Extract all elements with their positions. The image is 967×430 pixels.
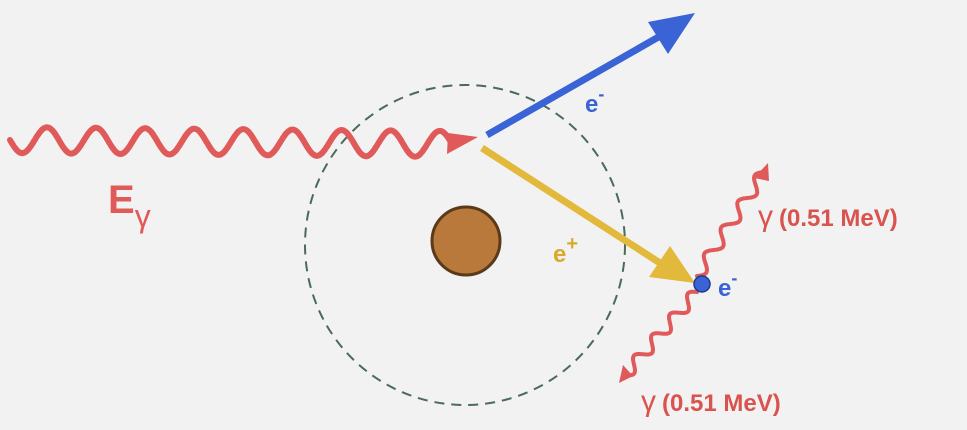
incoming-photon-wave	[7, 124, 455, 160]
positron-trajectory	[480, 145, 662, 266]
gamma-lower-symbol: γ	[641, 385, 656, 418]
annihilation-electron-symbol: e	[718, 275, 731, 302]
positron-charge: +	[566, 233, 578, 255]
electron-trajectory	[485, 31, 664, 139]
photon-energy-subscript: γ	[135, 198, 151, 234]
incoming-photon-arrowhead	[447, 133, 478, 154]
photon-energy-symbol: E	[108, 178, 135, 222]
gamma-ray-lower-arrowhead	[619, 365, 633, 383]
electron-symbol: e	[585, 91, 598, 118]
gamma-upper-label: γ(0.51 MeV)	[758, 200, 898, 233]
gamma-upper-symbol: γ	[758, 200, 773, 233]
gamma-upper-energy: (0.51 MeV)	[779, 205, 898, 232]
annihilation-electron-dot	[693, 275, 711, 293]
positron-label: e+	[553, 233, 578, 268]
gamma-lower-label: γ(0.51 MeV)	[641, 385, 781, 418]
electron-arrowhead	[648, 13, 695, 54]
positron-arrowhead	[649, 246, 695, 283]
gamma-ray-upper-arrowhead	[754, 163, 769, 181]
gamma-ray-upper	[695, 170, 766, 278]
gamma-lower-energy: (0.51 MeV)	[662, 390, 781, 417]
atomic-shell	[304, 84, 626, 406]
annihilation-electron-charge: -	[731, 268, 737, 288]
annihilation-electron-label: e-	[718, 268, 737, 302]
positron-symbol: e	[553, 241, 566, 268]
electron-charge: -	[598, 84, 604, 104]
nucleus	[430, 205, 502, 277]
gamma-ray-lower	[623, 289, 699, 378]
photon-energy-label: Eγ	[108, 178, 151, 234]
electron-label: e-	[585, 84, 604, 118]
